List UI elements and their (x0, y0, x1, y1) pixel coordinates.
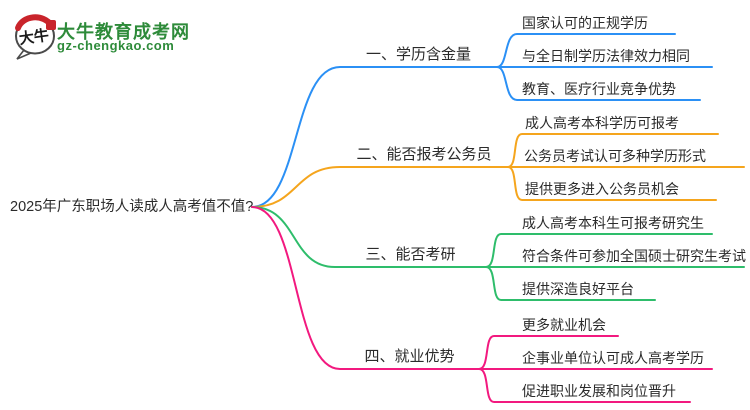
branch-3-child-1-line (485, 233, 713, 268)
branch-4-root-curve (251, 206, 480, 370)
site-url: gz-chengkao.com (57, 38, 175, 53)
branch-3-child-2: 符合条件可参加全国硕士研究生考试 (522, 248, 746, 264)
branch-3-child-3: 提供深造良好平台 (522, 281, 634, 297)
branch-1-child-2: 与全日制学历法律效力相同 (522, 48, 690, 64)
branch-2-child-1: 成人高考本科学历可报考 (525, 115, 679, 131)
red-seal (46, 20, 56, 30)
branch-2-child-3: 提供更多进入公务员机会 (525, 181, 679, 197)
branch-1-child-3-line (496, 66, 701, 101)
branch-2-child-1-line (507, 133, 719, 168)
branch-3-root-curve (251, 206, 487, 268)
root-topic: 2025年广东职场人读成人高考值不值? (10, 199, 254, 215)
branch-4-lines (251, 206, 713, 403)
branch-3-child-1: 成人高考本科生可报考研究生 (522, 215, 704, 231)
branch-1-child-3: 教育、医疗行业竞争优势 (522, 81, 676, 97)
branch-3-child-3-line (485, 266, 656, 301)
branch-2-child-3-line (507, 166, 717, 201)
branch-1-child-1-line (496, 33, 676, 68)
branch-4-child-1: 更多就业机会 (522, 317, 606, 333)
site-name: 大牛教育成考网 (57, 22, 190, 42)
branch-2-title: 二、能否报考公务员 (356, 146, 492, 163)
branch-4-child-3: 促进职业发展和岗位晋升 (522, 383, 676, 399)
branch-4-child-2: 企事业单位认可成人高考学历 (522, 350, 704, 366)
branch-1-title: 一、学历含金量 (365, 46, 471, 63)
branch-4-title: 四、就业优势 (364, 348, 455, 365)
branch-2-root-curve (251, 166, 509, 208)
branch-1-root-curve (251, 66, 498, 208)
branch-2-child-2: 公务员考试认可多种学历形式 (524, 148, 706, 164)
branch-1-lines (251, 33, 713, 208)
logo-icon-text: 大牛 (18, 26, 50, 48)
branch-1-child-1: 国家认可的正规学历 (522, 15, 648, 31)
branch-2-lines (251, 133, 745, 208)
branch-3-title: 三、能否考研 (365, 246, 456, 263)
site-logo: 大牛 大牛教育成考网 gz-chengkao.com (13, 11, 223, 63)
branch-4-child-3-line (478, 368, 691, 403)
branch-4-child-1-line (478, 335, 619, 370)
branch-3-lines (251, 206, 745, 301)
bull-speech-bubble-icon: 大牛 (15, 14, 56, 60)
